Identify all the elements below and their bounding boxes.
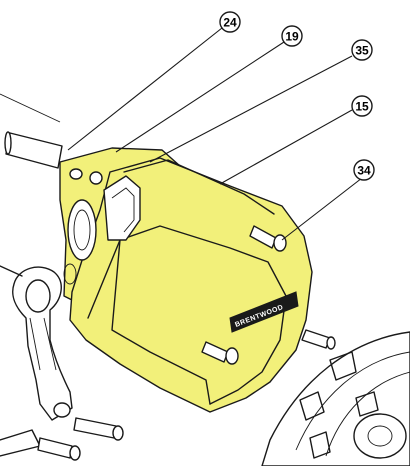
callout-label: 35 xyxy=(355,44,369,58)
callout-label: 34 xyxy=(357,164,371,178)
callout-label: 19 xyxy=(285,30,299,44)
flywheel-part xyxy=(261,329,410,466)
callout-19: 19 xyxy=(281,25,303,47)
mounting-bolt xyxy=(73,417,124,441)
shaft xyxy=(0,93,63,169)
gearbox-housing: BRENTWOOD xyxy=(59,147,313,413)
mounting-bolt xyxy=(37,437,81,461)
callout-label: 24 xyxy=(223,16,237,30)
callout-label: 15 xyxy=(355,100,369,114)
lever-arm xyxy=(0,265,73,457)
leader-lines xyxy=(67,27,363,241)
housing-screw xyxy=(249,225,287,252)
callout-34: 34 xyxy=(353,159,375,181)
callout-15: 15 xyxy=(351,95,373,117)
housing-screw xyxy=(201,341,239,365)
callout-35: 35 xyxy=(351,39,373,61)
callout-24: 24 xyxy=(219,11,241,33)
